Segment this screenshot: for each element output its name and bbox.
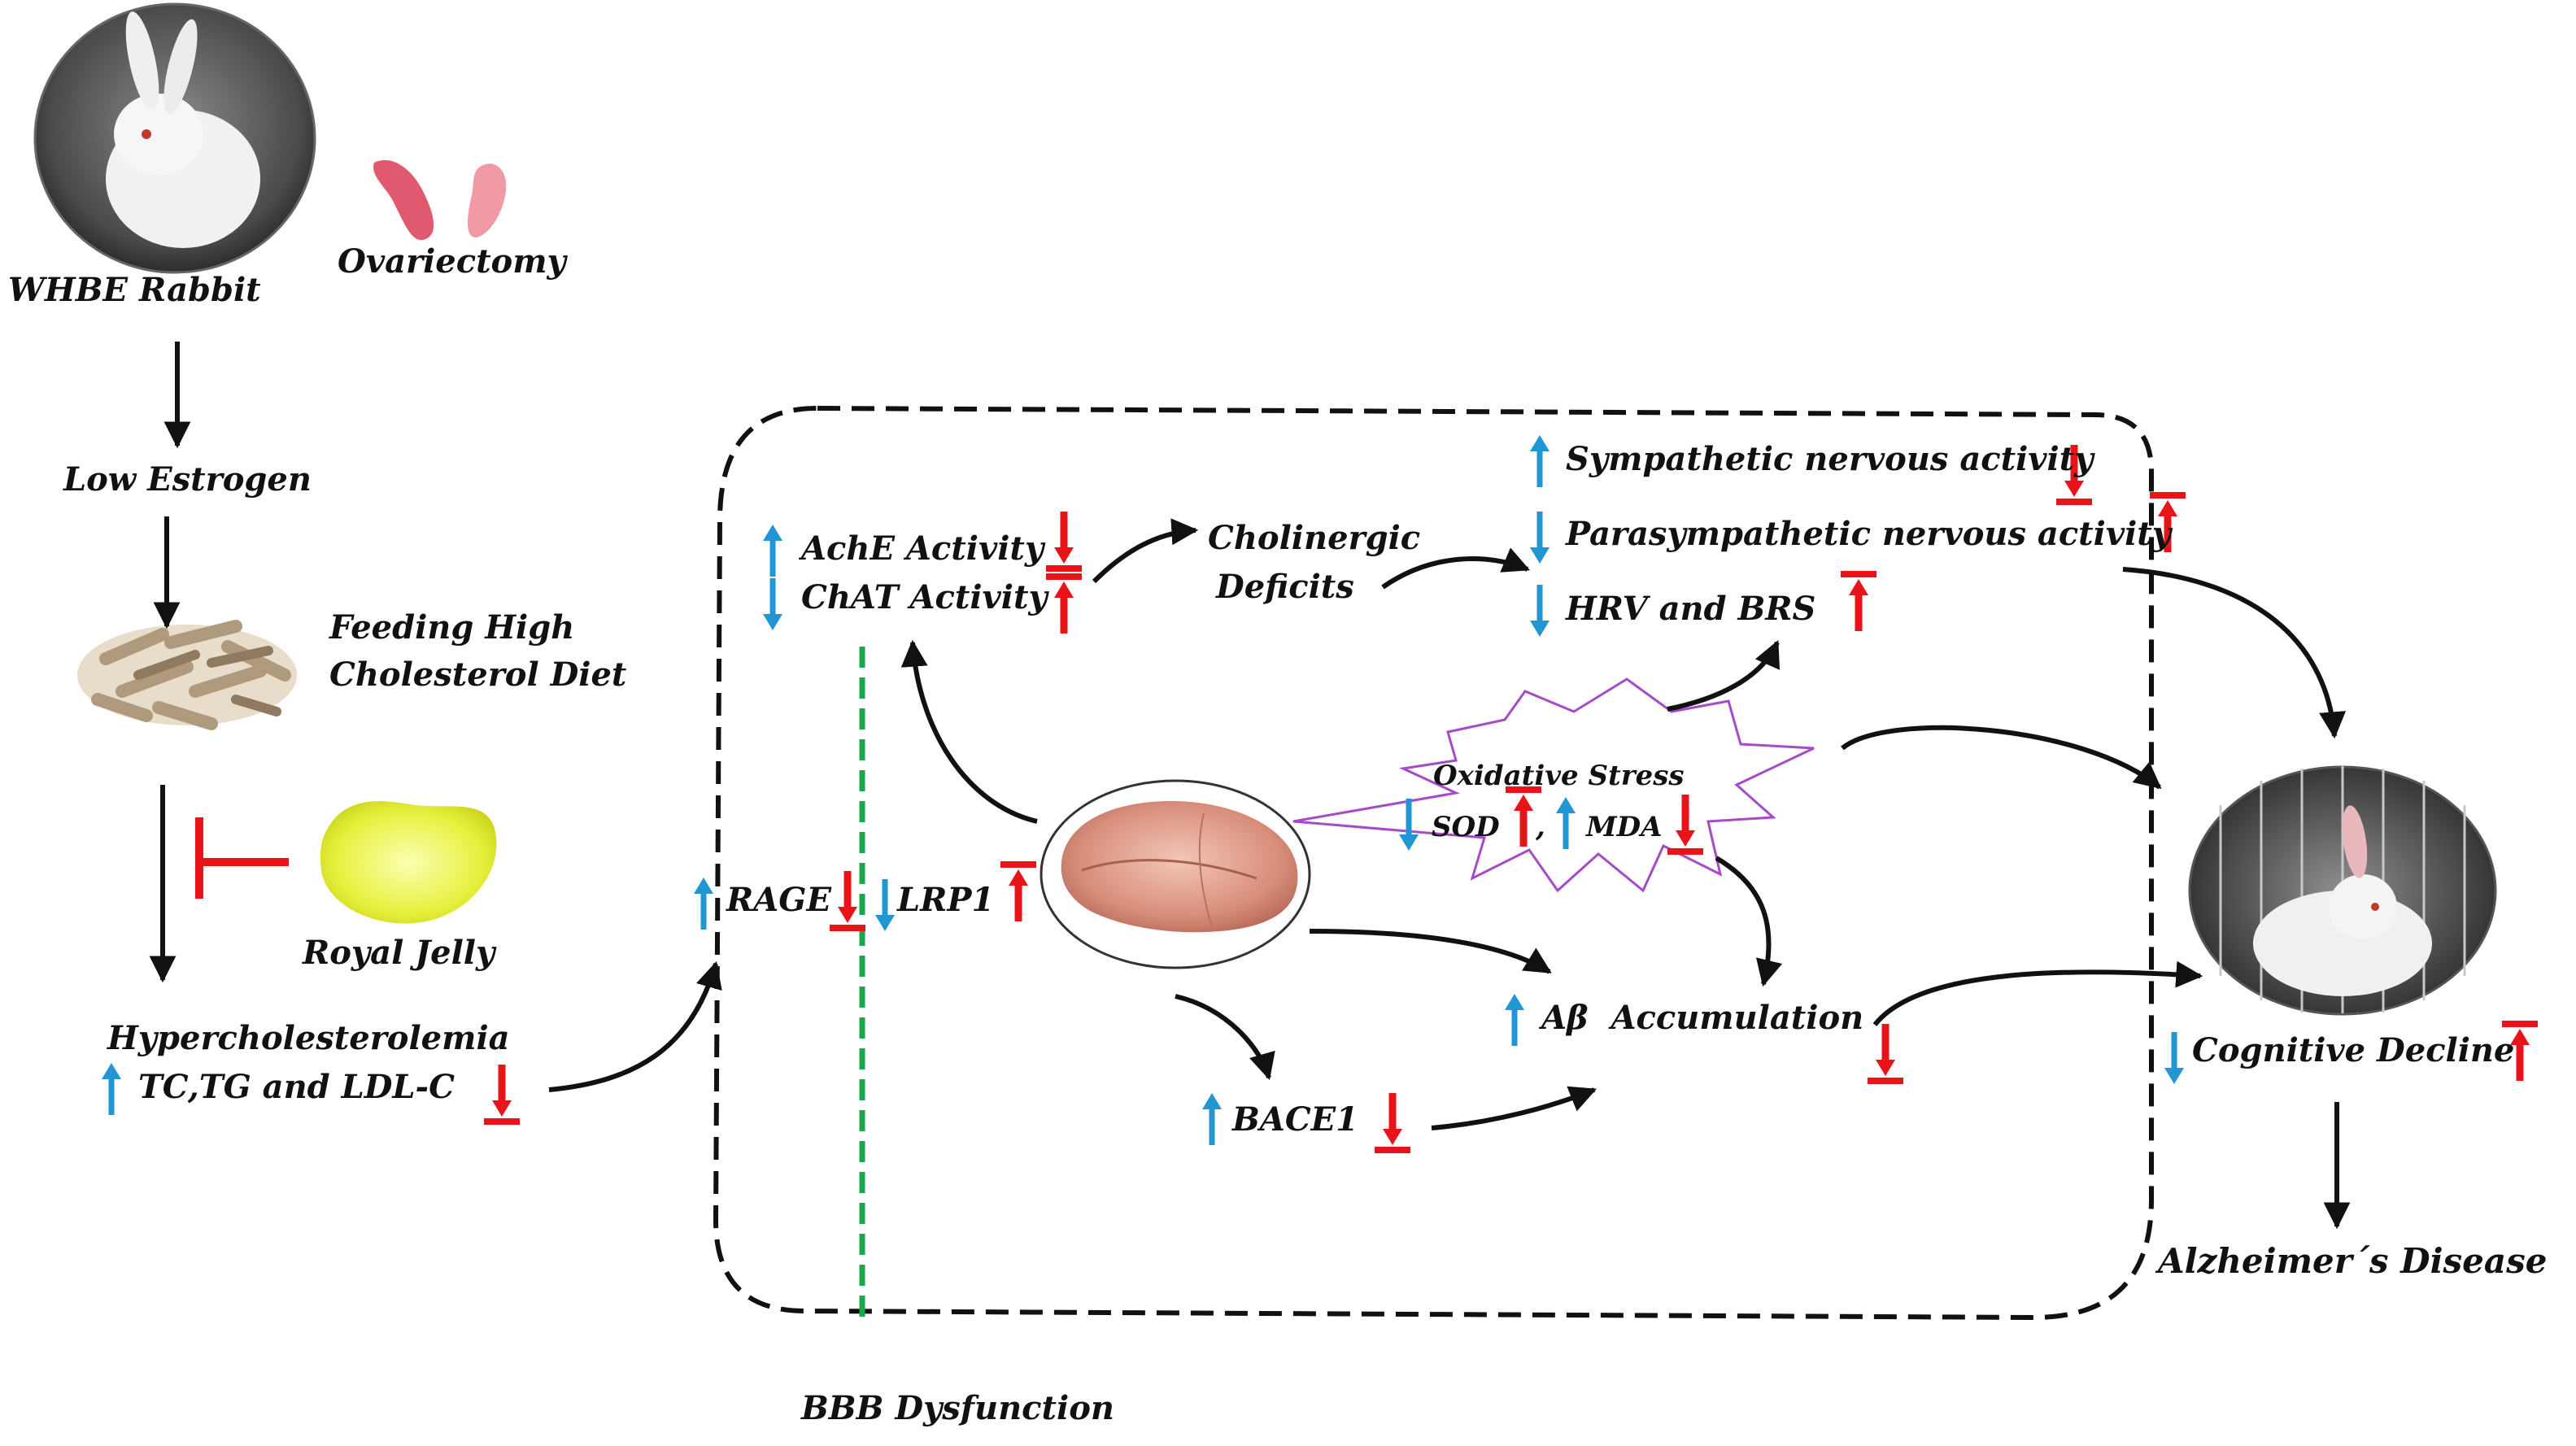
red-up-tee-icon xyxy=(1506,786,1541,847)
arrow-brain-to-ache xyxy=(900,639,1038,824)
blue-down-arrow-icon xyxy=(1530,585,1550,637)
hrv-brs-label: HRV and BRS xyxy=(1565,590,1815,628)
red-down-tee-icon xyxy=(1046,512,1082,572)
chat-activity-label: ChAT Activity xyxy=(801,578,1049,616)
red-down-tee-icon xyxy=(1375,1093,1410,1153)
blue-down-arrow-icon xyxy=(1530,512,1550,564)
blue-down-arrow-icon xyxy=(1399,799,1419,851)
arrow-stress-to-decline xyxy=(1841,725,2162,790)
cholinergic-label-line2: Deficits xyxy=(1215,568,1354,606)
royal-jelly-label: Royal Jelly xyxy=(302,934,497,972)
arrow-parasym-to-decline xyxy=(2122,567,2347,739)
effect-indicators xyxy=(102,435,2538,1153)
blue-up-arrow-icon xyxy=(1202,1093,1222,1145)
arrow-lipids-to-rage xyxy=(548,960,722,1092)
royal-jelly-photo xyxy=(320,801,497,924)
lrp1-label: LRP1 xyxy=(896,881,994,919)
cholesterol-pellets-photo xyxy=(77,620,297,730)
blue-down-arrow-icon xyxy=(2164,1032,2184,1084)
red-up-tee-icon xyxy=(1841,571,1876,631)
ovariectomy-label: Ovariectomy xyxy=(338,242,569,281)
red-down-tee-icon xyxy=(1868,1024,1903,1084)
brain-photo xyxy=(1040,779,1311,969)
caged-rabbit-photo xyxy=(2188,765,2497,1016)
whbe-rabbit-photo xyxy=(33,2,316,274)
whbe-rabbit-label: WHBE Rabbit xyxy=(8,271,261,309)
cholinergic-label-line1: Cholinergic xyxy=(1208,519,1420,557)
blue-up-arrow-icon xyxy=(694,878,713,930)
red-up-tee-icon xyxy=(2502,1021,2538,1081)
feeding-label-line2: Cholesterol Diet xyxy=(329,655,627,694)
red-up-tee-icon xyxy=(1046,573,1082,634)
sympathetic-label: Sympathetic nervous activity xyxy=(1566,440,2095,478)
arrow-cholinergic-to-hrv xyxy=(1381,547,1531,590)
brain-compartment-dashed-border xyxy=(713,405,2154,1321)
low-estrogen-label: Low Estrogen xyxy=(63,460,312,499)
abeta-accumulation-label: Aβ Accumulation xyxy=(1538,999,1863,1037)
sod-label: SOD xyxy=(1432,811,1500,843)
blue-up-arrow-icon xyxy=(1556,797,1576,849)
arrow-abeta-to-decline xyxy=(1872,960,2203,1026)
feeding-label-line1: Feeding High xyxy=(329,608,574,647)
arrow-bace1-to-abeta xyxy=(1431,1086,1597,1130)
cognitive-decline-label: Cognitive Decline xyxy=(2192,1031,2514,1069)
flow-arrows xyxy=(149,342,2351,1230)
blue-up-arrow-icon xyxy=(102,1063,121,1115)
red-down-tee-icon xyxy=(830,871,865,931)
red-down-tee-icon xyxy=(484,1065,520,1125)
ache-activity-label: AchE Activity xyxy=(798,529,1046,568)
bbb-dysfunction-label: BBB Dysfunction xyxy=(800,1389,1114,1427)
arrow-brain-to-abeta xyxy=(1309,929,1552,974)
hypercholesterolemia-label: Hypercholesterolemia xyxy=(107,1019,510,1057)
alzheimers-disease-label: Alzheimer´s Disease xyxy=(2155,1241,2548,1281)
red-down-tee-icon xyxy=(1667,795,1703,855)
comma-separator: , xyxy=(1535,811,1545,843)
oxidative-stress-label: Oxidative Stress xyxy=(1433,760,1685,792)
red-up-tee-icon xyxy=(2150,492,2186,552)
arrow-chat-to-cholinergic xyxy=(1092,518,1199,584)
ovariectomy-photo xyxy=(373,159,507,241)
red-up-tee-icon xyxy=(1000,861,1036,921)
mda-label: MDA xyxy=(1585,811,1663,843)
parasympathetic-label: Parasympathetic nervous activity xyxy=(1565,515,2173,553)
blue-up-arrow-icon xyxy=(763,525,782,577)
red-down-tee-icon xyxy=(2056,445,2092,505)
blue-down-arrow-icon xyxy=(875,879,895,931)
lipids-label: TC,TG and LDL-C xyxy=(138,1068,455,1106)
arrow-mda-to-abeta xyxy=(1715,856,1783,987)
bace1-label: BACE1 xyxy=(1231,1100,1358,1139)
blue-down-arrow-icon xyxy=(763,578,782,630)
blue-up-arrow-icon xyxy=(1505,994,1524,1046)
arrow-stress-to-hrv xyxy=(1667,639,1780,712)
blue-up-arrow-icon xyxy=(1530,435,1550,487)
arrow-brain-to-bace1 xyxy=(1175,994,1275,1081)
rage-label: RAGE xyxy=(726,881,831,919)
red-inhibition-tee-icon xyxy=(195,817,289,899)
